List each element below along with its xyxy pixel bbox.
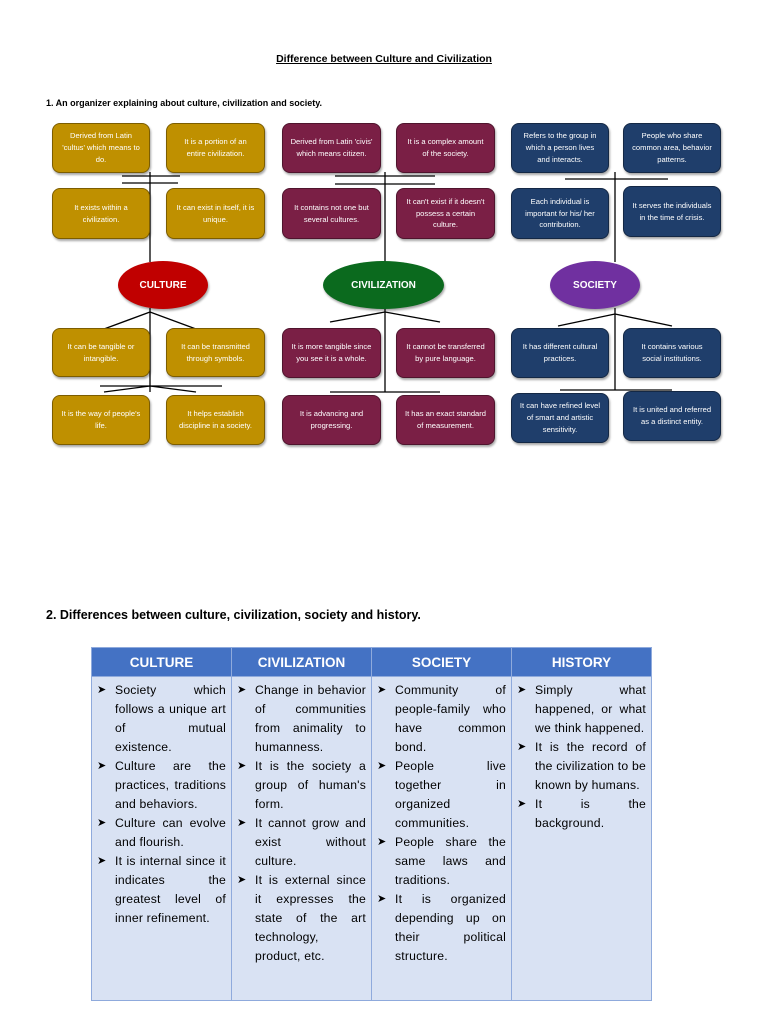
culture-box-8: It helps establish discipline in a socie… <box>166 395 265 445</box>
list-item: Culture are the practices, traditions an… <box>96 757 226 814</box>
list-item: It is external since it expresses the st… <box>236 871 366 966</box>
list-item: Simply what happened, or what we think h… <box>516 681 646 738</box>
list-item: It is organized depending up on their po… <box>376 890 506 966</box>
list-item: Change in behavior of communities from a… <box>236 681 366 757</box>
list-item: Community of people-family who have comm… <box>376 681 506 757</box>
culture-cell: Society which follows a unique art of mu… <box>91 676 232 1001</box>
list-item: Society which follows a unique art of mu… <box>96 681 226 757</box>
society-box-7: It can have refined level of smart and a… <box>511 393 609 443</box>
list-item: It cannot grow and exist without culture… <box>236 814 366 871</box>
civilization-box-5: It is more tangible since you see it is … <box>282 328 381 378</box>
civilization-box-3: It contains not one but several cultures… <box>282 188 381 239</box>
list-item: It is internal since it indicates the gr… <box>96 852 226 928</box>
civilization-box-4: It can't exist if it doesn't possess a c… <box>396 188 495 239</box>
society-hub: SOCIETY <box>550 261 640 309</box>
table-row: Society which follows a unique art of mu… <box>91 676 652 1001</box>
civilization-hub: CIVILIZATION <box>323 261 444 309</box>
culture-box-7: It is the way of people's life. <box>52 395 150 445</box>
civilization-cell: Change in behavior of communities from a… <box>231 676 372 1001</box>
list-item: It is the society a group of human's for… <box>236 757 366 814</box>
society-box-4: It serves the individuals in the time of… <box>623 186 721 237</box>
table-header-row: CULTURE CIVILIZATION SOCIETY HISTORY <box>91 647 652 677</box>
history-cell: Simply what happened, or what we think h… <box>511 676 652 1001</box>
section-2-heading: 2. Differences between culture, civiliza… <box>46 608 421 622</box>
table-header-civilization: CIVILIZATION <box>231 647 372 677</box>
civilization-box-2: It is a complex amount of the society. <box>396 123 495 173</box>
civilization-box-7: It is advancing and progressing. <box>282 395 381 445</box>
section-1-heading: 1. An organizer explaining about culture… <box>46 98 323 108</box>
list-item: It is the background. <box>516 795 646 833</box>
differences-table: CULTURE CIVILIZATION SOCIETY HISTORY Soc… <box>91 647 652 1001</box>
page-title: Difference between Culture and Civilizat… <box>276 53 492 65</box>
organizer-connectors <box>100 172 673 393</box>
society-box-3: Each individual is important for his/ he… <box>511 188 609 239</box>
list-item: People share the same laws and tradition… <box>376 833 506 890</box>
table-header-society: SOCIETY <box>371 647 512 677</box>
society-box-5: It has different cultural practices. <box>511 328 609 378</box>
culture-box-2: It is a portion of an entire civilizatio… <box>166 123 265 173</box>
culture-box-5: It can be tangible or intangible. <box>52 328 150 377</box>
society-box-8: It is united and referred as a distinct … <box>623 391 721 441</box>
civilization-box-6: It cannot be transferred by pure languag… <box>396 328 495 378</box>
culture-box-1: Derived from Latin 'cultus' which means … <box>52 123 150 173</box>
culture-box-6: It can be transmitted through symbols. <box>166 328 265 377</box>
list-item: People live together in organized commun… <box>376 757 506 833</box>
culture-hub: CULTURE <box>118 261 208 309</box>
society-cell: Community of people-family who have comm… <box>371 676 512 1001</box>
culture-box-4: It can exist in itself, it is unique. <box>166 188 265 239</box>
society-box-6: It contains various social institutions. <box>623 328 721 378</box>
list-item: It is the record of the civilization to … <box>516 738 646 795</box>
list-item: Culture can evolve and flourish. <box>96 814 226 852</box>
table-header-history: HISTORY <box>511 647 652 677</box>
civilization-box-8: It has an exact standard of measurement. <box>396 395 495 445</box>
table-header-culture: CULTURE <box>91 647 232 677</box>
society-box-2: People who share common area, behavior p… <box>623 123 721 173</box>
society-box-1: Refers to the group in which a person li… <box>511 123 609 173</box>
culture-box-3: It exists within a civilization. <box>52 188 150 239</box>
civilization-box-1: Derived from Latin 'civis' which means c… <box>282 123 381 173</box>
